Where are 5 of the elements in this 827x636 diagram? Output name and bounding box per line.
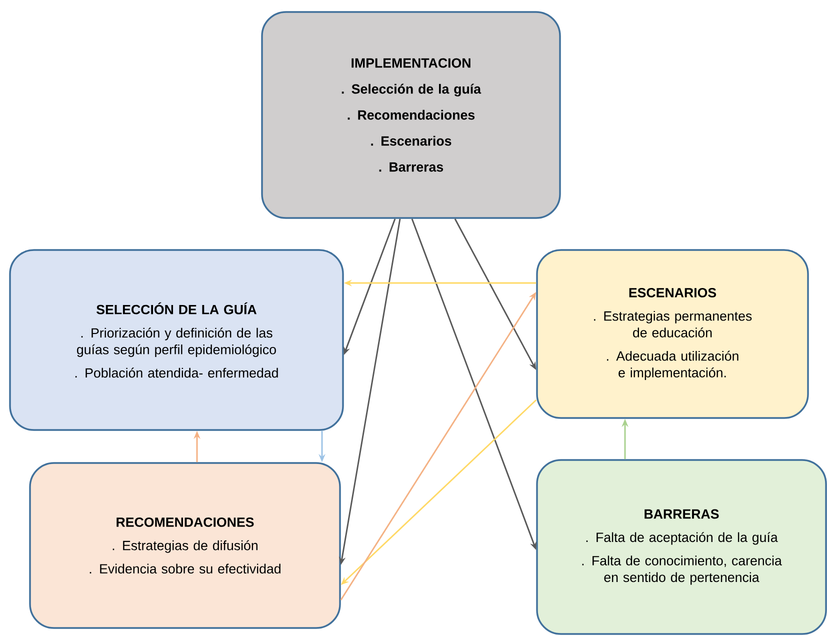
process-box: IMPLEMENTACION . Selección de la guía . Recomendaciones . Escenarios . Barreras <box>261 11 561 219</box>
process-box: BARRERAS . Falta de aceptación de la guía . Falta de conocimiento, carencia en sentido de pertenencia <box>536 459 827 635</box>
process-box: RECOMENDACIONES . Estrategias de difusión . Evidencia sobre su efectividad <box>29 462 341 629</box>
process-box: ESCENARIOS . Estrategias permanentes de educación . Adecuada utilización e implementación. <box>536 249 809 419</box>
process-box: SELECCIÓN DE LA GUÍA . Priorización y definición de las guías según perfil epidemiológico . Población atendida- enfermedad <box>9 249 344 431</box>
